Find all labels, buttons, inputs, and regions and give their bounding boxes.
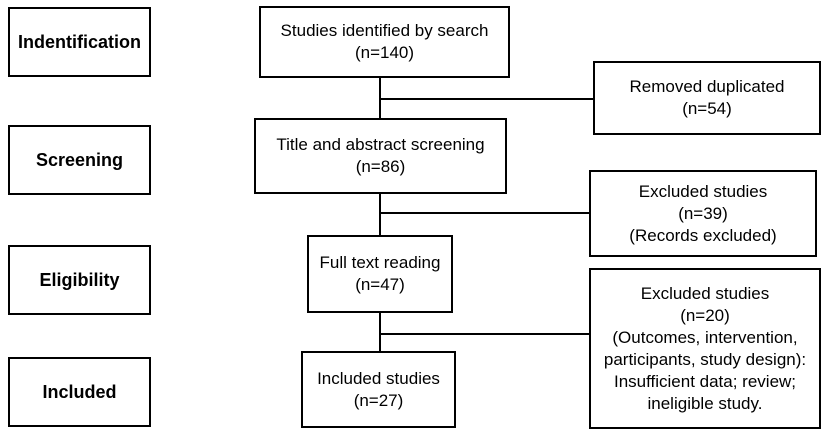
box-fulltext-excl-title: Excluded studies [640,283,770,303]
connector-fulltext-included [379,311,381,351]
box-excluded-records: Excluded studies (n=39) (Records exclude… [589,170,817,257]
connector-to-fulltext-excluded [379,333,589,335]
stage-included-label: Included [42,381,117,402]
stage-identification: Indentification [8,7,151,77]
connector-to-records-excluded [379,212,589,214]
box-fulltext-excl-count: (n=20) [680,305,730,325]
box-fulltext-excl-reason-4: ineligible study. [647,393,763,413]
stage-included: Included [8,357,151,427]
box-fulltext-excl-reason-2: participants, study design): [603,349,807,369]
box-included-studies: Included studies (n=27) [301,351,456,428]
box-studies-identified-count: (n=140) [354,43,415,62]
box-included-count: (n=27) [353,390,404,410]
stage-eligibility-label: Eligibility [39,269,120,290]
stage-eligibility: Eligibility [8,245,151,315]
box-studies-identified: Studies identified by search (n=140) [259,6,510,78]
box-screening-count: (n=86) [355,157,406,176]
box-fulltext-excl-reason-1: (Outcomes, intervention, [612,327,798,347]
box-records-reason: (Records excluded) [629,225,777,245]
stage-screening: Screening [8,125,151,195]
stage-identification-label: Indentification [18,31,141,52]
box-records-title: Excluded studies [638,181,768,201]
connector-identified-screening [379,76,381,118]
stage-screening-label: Screening [35,149,124,170]
box-included-title: Included studies [317,368,440,388]
box-studies-identified-title: Studies identified by search [280,21,489,40]
box-title-abstract-screening: Title and abstract screening (n=86) [254,118,507,194]
box-removed-duplicates: Removed duplicated (n=54) [593,61,821,135]
box-records-count: (n=39) [678,203,728,223]
box-full-text-reading: Full text reading (n=47) [307,235,453,313]
box-excluded-fulltext: Excluded studies (n=20) (Outcomes, inter… [589,268,821,429]
box-fulltext-excl-reason-3: Insufficient data; review; [613,371,797,391]
box-fulltext-count: (n=47) [355,275,405,294]
box-fulltext-title: Full text reading [319,253,441,272]
connector-to-duplicates [379,98,593,100]
box-screening-title: Title and abstract screening [276,135,485,154]
box-duplicates-title: Removed duplicated [629,77,785,96]
box-duplicates-count: (n=54) [682,99,732,118]
